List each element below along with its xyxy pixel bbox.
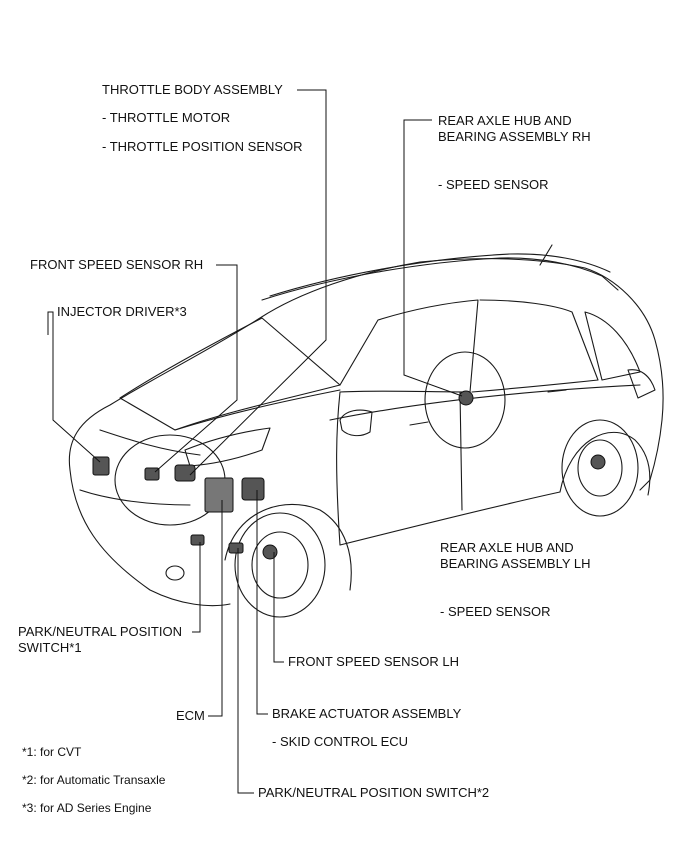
leader-rear-rh [403, 119, 463, 397]
label-throttle-body: THROTTLE BODY ASSEMBLY [102, 82, 283, 97]
leader-front-rh [154, 264, 238, 473]
label-rear-rh-line2: BEARING ASSEMBLY RH [438, 129, 591, 144]
fog-lamp [165, 565, 185, 581]
label-rear-lh-line1: REAR AXLE HUB AND [440, 540, 574, 555]
front-wheel-lh [234, 512, 326, 618]
car-body-outline [68, 258, 664, 491]
label-rear-lh-speed: - SPEED SENSOR [440, 604, 551, 619]
label-throttle-position: - THROTTLE POSITION SENSOR [102, 139, 303, 154]
label-skid-ecu: - SKID CONTROL ECU [272, 734, 409, 749]
label-pn-cvt-line2: SWITCH*1 [18, 640, 82, 655]
label-injector: INJECTOR DRIVER*3 [57, 304, 187, 319]
label-rear-rh-line1: REAR AXLE HUB AND [438, 113, 572, 128]
label-pn-cvt-line1: PARK/NEUTRAL POSITION [18, 624, 182, 639]
injector-driver-part [92, 456, 110, 476]
leader-throttle-body [189, 89, 327, 476]
footnote-1: *1: for CVT [22, 745, 82, 759]
side-mirror [339, 409, 373, 437]
label-brake-actuator: BRAKE ACTUATOR ASSEMBLY [272, 706, 462, 721]
label-pn-at: PARK/NEUTRAL POSITION SWITCH*2 [258, 785, 490, 800]
front-bumper [69, 469, 231, 607]
footnote-2: *2: for Automatic Transaxle [22, 773, 166, 787]
side-window-rear [471, 299, 599, 393]
throttle-body-part [174, 464, 196, 482]
pn-switch-cvt-part [190, 534, 205, 546]
antenna [539, 244, 553, 266]
leader-front-lh [273, 552, 284, 663]
rear-quarter-window [584, 311, 641, 381]
leader-pn-at [237, 548, 254, 794]
leader-brake-actuator [256, 490, 268, 715]
label-front-rh: FRONT SPEED SENSOR RH [30, 257, 204, 272]
leader-injector [47, 311, 101, 463]
label-rear-rh-speed: - SPEED SENSOR [438, 177, 549, 192]
label-ecm: ECM [176, 708, 205, 723]
roof-rail [261, 257, 619, 301]
brake-actuator-part [241, 477, 265, 501]
front-wheel-arch [224, 503, 352, 591]
rear-wheel-rh [424, 351, 506, 449]
footnote-3: *3: for AD Series Engine [22, 801, 152, 815]
windshield [119, 317, 341, 431]
front-lh-sensor-part [262, 544, 278, 560]
headlight [184, 427, 271, 467]
pn-switch-at-part [228, 542, 244, 554]
leader-pn-cvt [192, 542, 201, 633]
rear-wheel-lh [561, 419, 639, 517]
rear-rh-sensor-part [458, 390, 474, 406]
label-rear-lh-line2: BEARING ASSEMBLY LH [440, 556, 591, 571]
label-throttle-motor: - THROTTLE MOTOR [102, 110, 231, 125]
leader-ecm [208, 500, 223, 717]
ecm-part [204, 477, 234, 513]
label-front-lh: FRONT SPEED SENSOR LH [288, 654, 459, 669]
side-window-front [339, 299, 479, 393]
rear-lh-sensor-part [590, 454, 606, 470]
